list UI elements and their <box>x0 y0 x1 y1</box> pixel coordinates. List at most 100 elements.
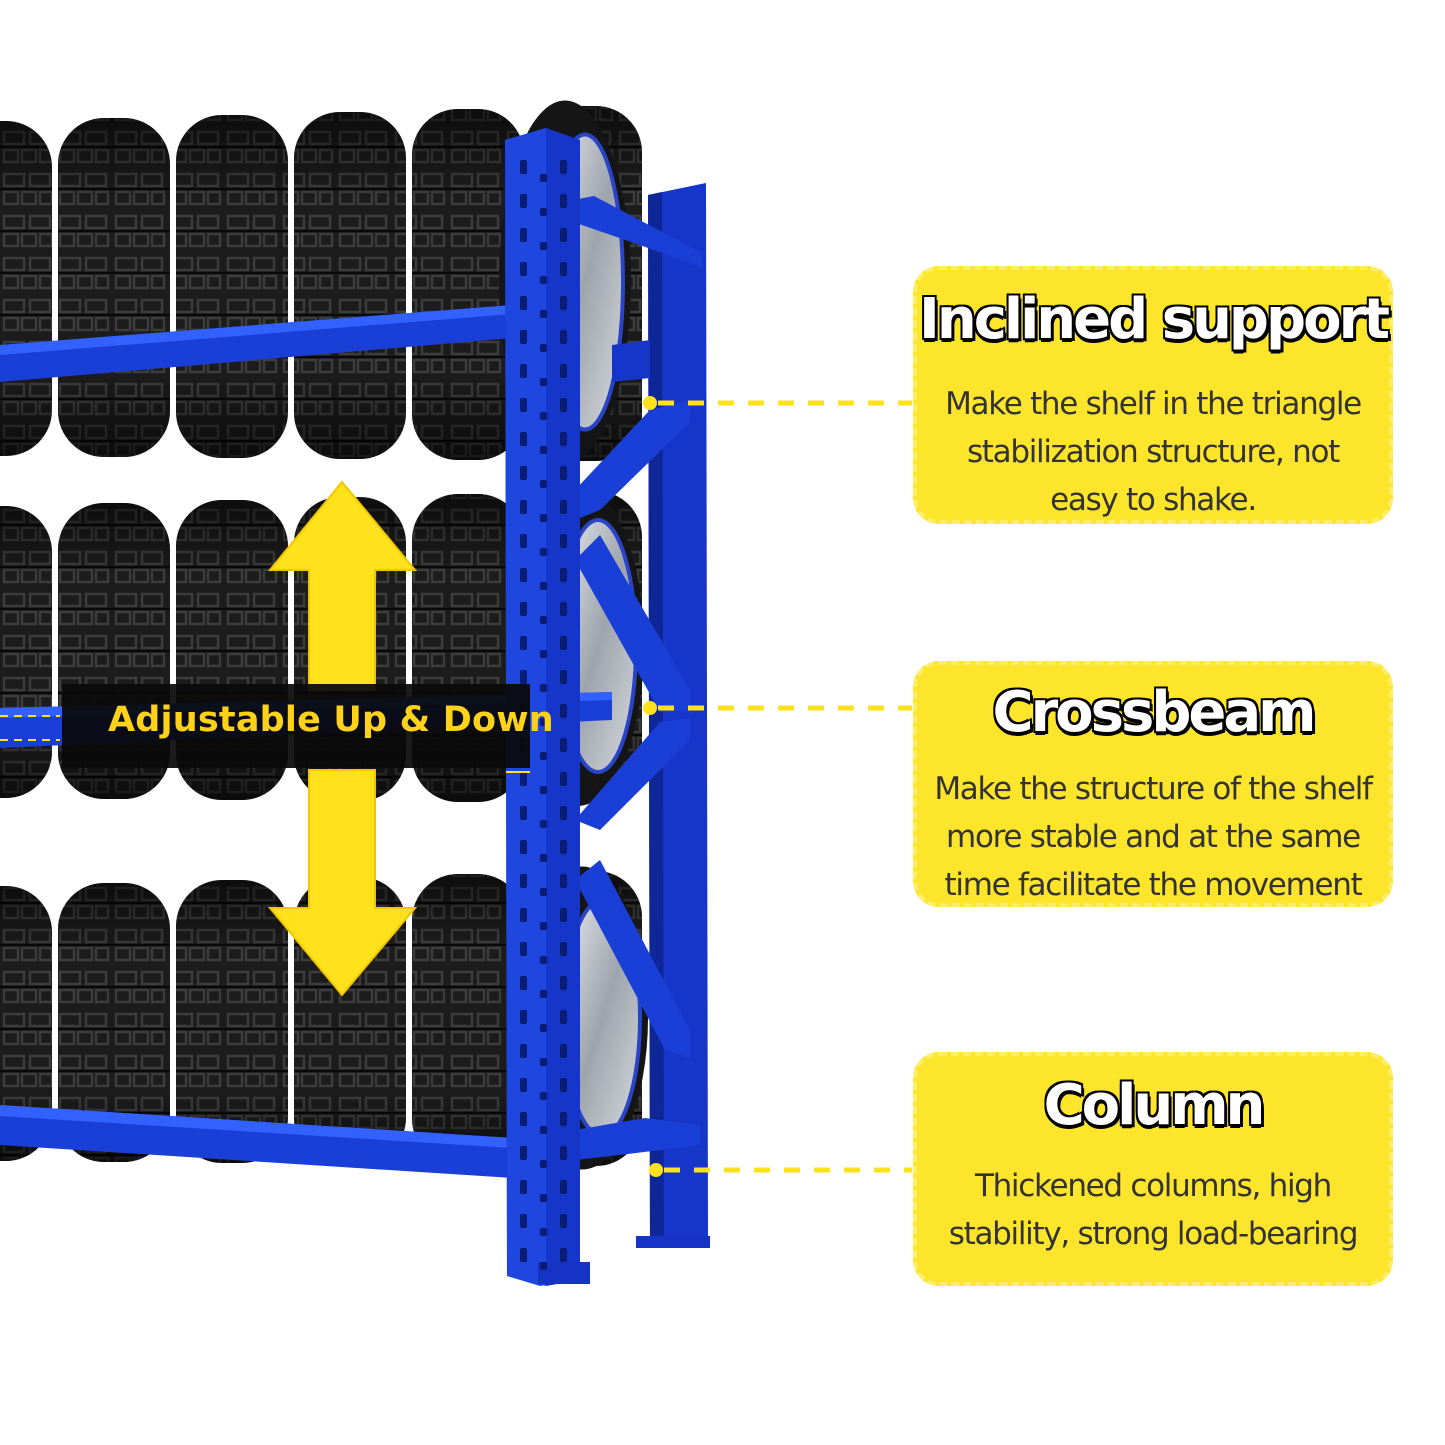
column-hole <box>540 888 547 896</box>
column-hole <box>560 160 567 174</box>
column-hole <box>560 874 567 888</box>
column-hole <box>540 310 547 318</box>
tire-shading <box>294 112 406 459</box>
callout-crossbeam: Crossbeam Make the structure of the shel… <box>913 661 1393 907</box>
column-hole <box>540 514 547 522</box>
column-hole <box>520 1010 527 1024</box>
column-hole <box>560 330 567 344</box>
tire-shading <box>0 121 52 456</box>
connector-dot-crossbeam <box>643 701 657 715</box>
column-hole <box>560 262 567 276</box>
column-hole <box>540 786 547 794</box>
callout-line: time facilitate the movement <box>944 867 1363 903</box>
column-hole <box>540 752 547 760</box>
column-hole <box>540 378 547 386</box>
callout-description: Make the structure of the shelf more sta… <box>927 765 1379 909</box>
callout-description: Make the shelf in the triangle stabiliza… <box>927 380 1379 524</box>
callout-line: more stable and at the same <box>946 819 1361 855</box>
column-hole <box>540 582 547 590</box>
column-hole <box>560 976 567 990</box>
column-hole <box>560 534 567 548</box>
column-hole <box>520 908 527 922</box>
column-hole <box>520 262 527 276</box>
column-hole <box>540 276 547 284</box>
column-hole <box>560 228 567 242</box>
connector-dot-inclined <box>643 396 657 410</box>
tire-shading <box>58 883 170 1162</box>
callout-description: Thickened columns, high stability, stron… <box>927 1162 1379 1258</box>
back-column <box>648 183 708 1248</box>
column-hole <box>540 820 547 828</box>
column-hole <box>540 1228 547 1236</box>
tire-shading <box>0 506 52 798</box>
column-hole <box>540 412 547 420</box>
column-hole <box>520 432 527 446</box>
column-hole <box>560 942 567 956</box>
column-hole <box>560 1214 567 1228</box>
column-hole <box>520 1214 527 1228</box>
column-hole <box>520 636 527 650</box>
column-hole <box>540 1092 547 1100</box>
column-hole <box>540 208 547 216</box>
column-hole <box>540 1058 547 1066</box>
column-hole <box>520 568 527 582</box>
tire-shading <box>176 880 288 1163</box>
column-hole <box>560 840 567 854</box>
adjust-label-bar <box>0 684 530 773</box>
front-column <box>505 128 590 1286</box>
callout-line: stability, strong load-bearing <box>948 1216 1359 1252</box>
column-hole <box>520 840 527 854</box>
column-hole <box>560 568 567 582</box>
double-arrow-icon <box>267 480 418 997</box>
tire-shading <box>176 115 288 458</box>
column-hole <box>560 398 567 412</box>
callout-inclined-support: Inclined support Make the shelf in the t… <box>913 266 1393 524</box>
connector-dot-column <box>649 1163 663 1177</box>
column-hole <box>560 296 567 310</box>
callout-line: easy to shake. <box>1050 482 1257 518</box>
column-hole <box>520 602 527 616</box>
callout-title: Inclined support <box>918 287 1392 352</box>
column-hole <box>520 466 527 480</box>
callout-line: stabilization structure, not <box>966 434 1340 470</box>
column-hole <box>520 1112 527 1126</box>
column-hole <box>560 432 567 446</box>
callout-line: Thickened columns, high <box>974 1168 1332 1204</box>
callout-title: Crossbeam <box>991 680 1318 745</box>
callout-title: Column <box>1042 1073 1267 1138</box>
inclined-support <box>573 196 702 1160</box>
column-hole <box>560 1078 567 1092</box>
column-hole <box>560 670 567 684</box>
column-hole <box>560 1044 567 1058</box>
tire-shading <box>412 874 524 1165</box>
column-hole <box>540 616 547 624</box>
column-hole <box>520 772 527 786</box>
column-hole <box>520 1078 527 1092</box>
column-hole <box>540 956 547 964</box>
column-hole <box>540 650 547 658</box>
tire-shading <box>58 118 170 457</box>
callout-line: Make the shelf in the triangle <box>945 386 1362 422</box>
column-hole <box>520 296 527 310</box>
column-hole <box>540 480 547 488</box>
column-hole <box>560 1180 567 1194</box>
column-hole <box>560 194 567 208</box>
column-hole <box>520 942 527 956</box>
callout-line: Make the structure of the shelf <box>934 771 1373 807</box>
tire-shading <box>412 109 524 460</box>
column-hole <box>540 548 547 556</box>
column-hole <box>520 500 527 514</box>
column-hole <box>540 922 547 930</box>
column-hole <box>520 1044 527 1058</box>
column-hole <box>540 446 547 454</box>
connectors <box>643 396 912 1177</box>
column-hole <box>540 684 547 692</box>
column-hole <box>560 738 567 752</box>
column-hole <box>560 466 567 480</box>
column-hole <box>520 1180 527 1194</box>
column-hole <box>560 1248 567 1262</box>
column-hole <box>560 500 567 514</box>
column-hole <box>520 806 527 820</box>
column-hole <box>540 1194 547 1202</box>
column-hole <box>520 976 527 990</box>
